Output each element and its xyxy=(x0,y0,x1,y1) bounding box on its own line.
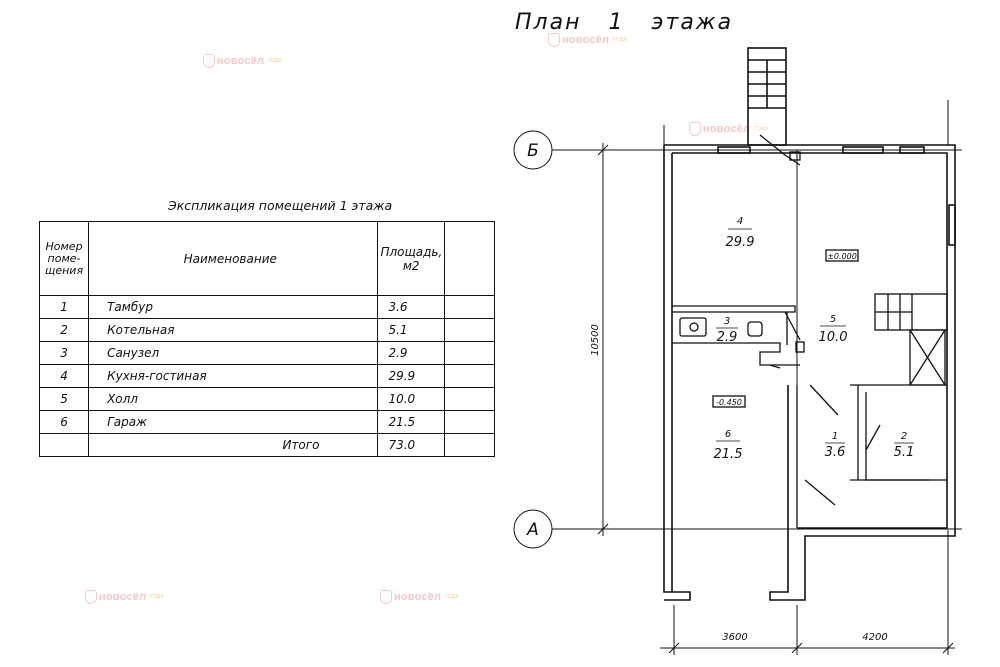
header-area: Площадь, м2 xyxy=(377,221,445,296)
door-leaf xyxy=(804,479,836,506)
brand-logo-icon xyxy=(85,590,97,604)
watermark-logo: новосёл ГОДА xyxy=(203,54,282,68)
room-number: 1 xyxy=(832,431,838,442)
watermark-logo: новосёл ГОДА xyxy=(689,122,768,136)
header-blank xyxy=(443,221,496,296)
row-name: Санузел xyxy=(88,341,379,365)
table-total-row: Итого 73.0 xyxy=(38,433,496,457)
brand-logo-icon xyxy=(548,33,560,47)
table-row: 6 Гараж 21.5 xyxy=(38,410,496,434)
level-marker-main xyxy=(825,249,859,262)
dimension-height: 10500 xyxy=(590,324,601,356)
row-blank xyxy=(443,433,496,457)
room-number: 6 xyxy=(725,429,731,440)
axis-label-b: Б xyxy=(527,141,539,161)
room-number: 3 xyxy=(724,316,730,327)
header-number: Номер поме- щения xyxy=(38,221,90,296)
door-leaf xyxy=(865,424,881,451)
door-leaf xyxy=(809,384,839,416)
row-name: Кухня-гостиная xyxy=(88,364,379,388)
table-row: 2 Котельная 5.1 xyxy=(38,318,496,342)
room-area: 5.1 xyxy=(894,445,915,460)
row-area: 2.9 xyxy=(377,341,445,365)
row-area: 21.5 xyxy=(377,410,445,434)
total-label: Итого xyxy=(88,433,379,457)
room-area: 21.5 xyxy=(714,447,743,462)
brand-logo-icon xyxy=(689,122,701,136)
row-number: 2 xyxy=(38,318,90,342)
total-area: 73.0 xyxy=(377,433,445,457)
row-area: 10.0 xyxy=(377,387,445,411)
table-row: 3 Санузел 2.9 xyxy=(38,341,496,365)
room-area: 3.6 xyxy=(825,445,846,460)
room-number: 5 xyxy=(830,314,836,325)
row-area: 29.9 xyxy=(377,364,445,388)
header-name: Наименование xyxy=(88,221,379,296)
watermark-logo: новосёл ГОДА xyxy=(380,590,459,604)
explication-table: Номер поме- щения Наименование Площадь, … xyxy=(38,221,496,457)
page-title: План 1 этажа xyxy=(515,10,734,35)
axis-label-a: А xyxy=(526,520,539,540)
total-blank xyxy=(38,433,90,457)
row-number: 6 xyxy=(38,410,90,434)
table-header-row: Номер поме- щения Наименование Площадь, … xyxy=(38,221,496,296)
row-blank xyxy=(443,410,496,434)
row-blank xyxy=(443,295,496,319)
exterior-wall xyxy=(664,144,956,601)
table-row: 4 Кухня-гостиная 29.9 xyxy=(38,364,496,388)
dimension-left-width: 3600 xyxy=(722,632,747,643)
door-leaf xyxy=(759,134,786,156)
dimension-right-width: 4200 xyxy=(862,632,887,643)
row-name: Котельная xyxy=(88,318,379,342)
watermark-logo: новосёл ГОДА xyxy=(548,33,627,47)
brand-logo-icon xyxy=(203,54,215,68)
watermark-logo: новосёл ГОДА xyxy=(85,590,164,604)
row-blank xyxy=(443,387,496,411)
row-area: 5.1 xyxy=(377,318,445,342)
bathtub-icon xyxy=(679,317,707,337)
garage-wall xyxy=(663,145,691,601)
level-garage: -0.450 xyxy=(716,398,742,407)
room-number: 4 xyxy=(737,216,743,227)
room-area: 29.9 xyxy=(726,235,755,250)
sink-icon xyxy=(747,321,763,337)
brand-logo-icon xyxy=(380,590,392,604)
room-area: 2.9 xyxy=(717,330,738,345)
table-row: 5 Холл 10.0 xyxy=(38,387,496,411)
table-caption: Экспликация помещений 1 этажа xyxy=(168,198,393,213)
table-row: 1 Тамбур 3.6 xyxy=(38,295,496,319)
exterior-wall-inner xyxy=(672,152,948,529)
row-name: Тамбур xyxy=(88,295,379,319)
row-name: Холл xyxy=(88,387,379,411)
room-number: 2 xyxy=(901,431,907,442)
room-area: 10.0 xyxy=(819,330,848,345)
partition-wc xyxy=(672,305,796,313)
row-number: 5 xyxy=(38,387,90,411)
level-marker-garage xyxy=(712,395,746,408)
level-main: ±0.000 xyxy=(827,252,857,261)
